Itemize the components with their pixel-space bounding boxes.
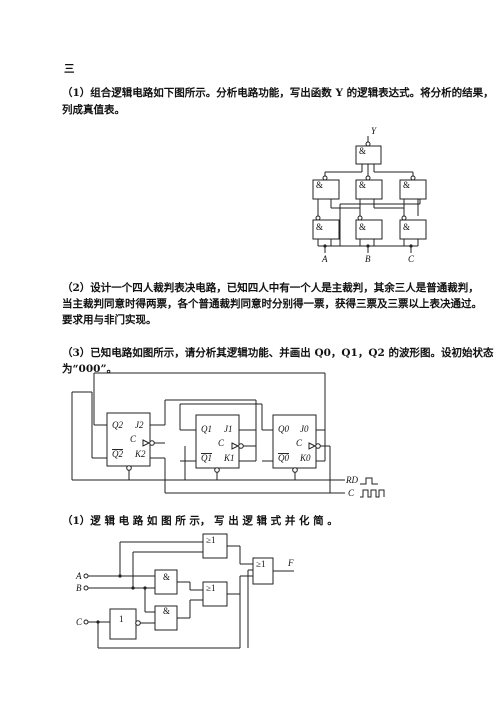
ff0-k-label: K0 <box>299 453 311 463</box>
fig3-input-b: B <box>76 583 82 593</box>
ff0-j-label: J0 <box>300 424 309 434</box>
fig1-gate-mid-center <box>355 179 383 200</box>
q3-text-line2: 为“000”。 <box>62 363 117 375</box>
fig3-output-f: F <box>287 558 294 568</box>
figure-3-logic-circuit: ≥1 & ≥1 ≥1 & 1 A B C <box>75 533 294 649</box>
fig1-gate-mid-left-symbol: & <box>316 180 323 190</box>
fig3-not-symbol: 1 <box>119 614 124 624</box>
q3-text-line1: （3）已知电路如图所示，请分析其逻辑功能、并画出 Q0，Q1，Q2 的波形图。设… <box>62 347 494 359</box>
fig1-input-a: A <box>321 254 328 264</box>
fig3-input-c: C <box>76 617 83 627</box>
fig1-input-c: C <box>408 254 415 264</box>
fig3-or-out-symbol: ≥1 <box>256 559 265 569</box>
q2-text-line1: （2）设计一个四人裁判表决电路，已知四人中有一个人是主裁判，其余三人是普通裁判， <box>62 282 479 294</box>
fig1-input-b: B <box>365 254 371 264</box>
ff1-c-label: C <box>218 438 225 448</box>
ff2-c-label: C <box>130 434 137 444</box>
ff2-j-label: J2 <box>135 420 144 430</box>
fig3-and-top-symbol: & <box>163 572 170 582</box>
q1-text-line2: 列成真值表。 <box>62 104 125 116</box>
q4-text-line1: （1）逻 辑 电 路 如 图 所 示， 写 出 逻 辑 式 并 化 简 。 <box>62 515 338 527</box>
ff2-k-label: K2 <box>134 449 146 459</box>
ff1-j-label: J1 <box>224 424 233 434</box>
fig1-gate-bottom-center <box>355 219 383 240</box>
ff1-q-label: Q1 <box>201 424 212 434</box>
fig1-gate-bottom-left <box>312 219 340 240</box>
fig3-or-top-symbol: ≥1 <box>206 535 215 545</box>
ff1-k-label: K1 <box>223 453 235 463</box>
ff0-c-label: C <box>296 438 303 448</box>
section-heading: 三 <box>64 63 75 75</box>
ff2-q-label: Q2 <box>112 420 123 430</box>
figure-1-combinational-circuit: Y & & & & & <box>312 126 427 264</box>
fig3-or-mid-symbol: ≥1 <box>206 583 215 593</box>
fig2-clock-label: C <box>348 488 355 498</box>
fig3-and-bottom-symbol: & <box>163 606 170 616</box>
fig1-gate-top-symbol: & <box>359 146 366 156</box>
fig1-output-label: Y <box>371 126 377 136</box>
fig2-reset-label: RD <box>345 475 358 485</box>
fig3-input-a: A <box>75 571 82 581</box>
q1-text-line1: （1）组合逻辑电路如下图所示。分析电路功能，写出函数 Y 的逻辑表达式。将分析的… <box>62 87 494 99</box>
fig1-gate-mid-right-symbol: & <box>403 180 410 190</box>
fig1-gate-mid-left <box>312 179 340 200</box>
fig1-gate-mid-right <box>399 179 427 200</box>
q2-text-line2: 当主裁判同意时得两票，各个普通裁判同意时分别得一票，获得三票及三票以上表决通过。 <box>62 298 482 310</box>
ff0-qn-label: Q0 <box>278 453 289 463</box>
fig1-gate-bottom-center-symbol: & <box>359 222 366 232</box>
figure-2-jk-flipflops: Q2 J2 C Q2 K2 Q1 J1 C Q1 K1 Q0 J0 <box>71 372 385 498</box>
fig1-gate-mid-center-symbol: & <box>359 180 366 190</box>
ff1-qn-label: Q1 <box>201 453 212 463</box>
fig1-gate-bottom-right-symbol: & <box>403 222 410 232</box>
fig1-gate-bottom-left-symbol: & <box>316 222 323 232</box>
ff2-qn-label: Q2 <box>112 449 123 459</box>
q2-text-line3: 要求用与非门实现。 <box>62 314 157 326</box>
fig1-gate-bottom-right <box>399 219 427 240</box>
ff0-q-label: Q0 <box>278 424 289 434</box>
